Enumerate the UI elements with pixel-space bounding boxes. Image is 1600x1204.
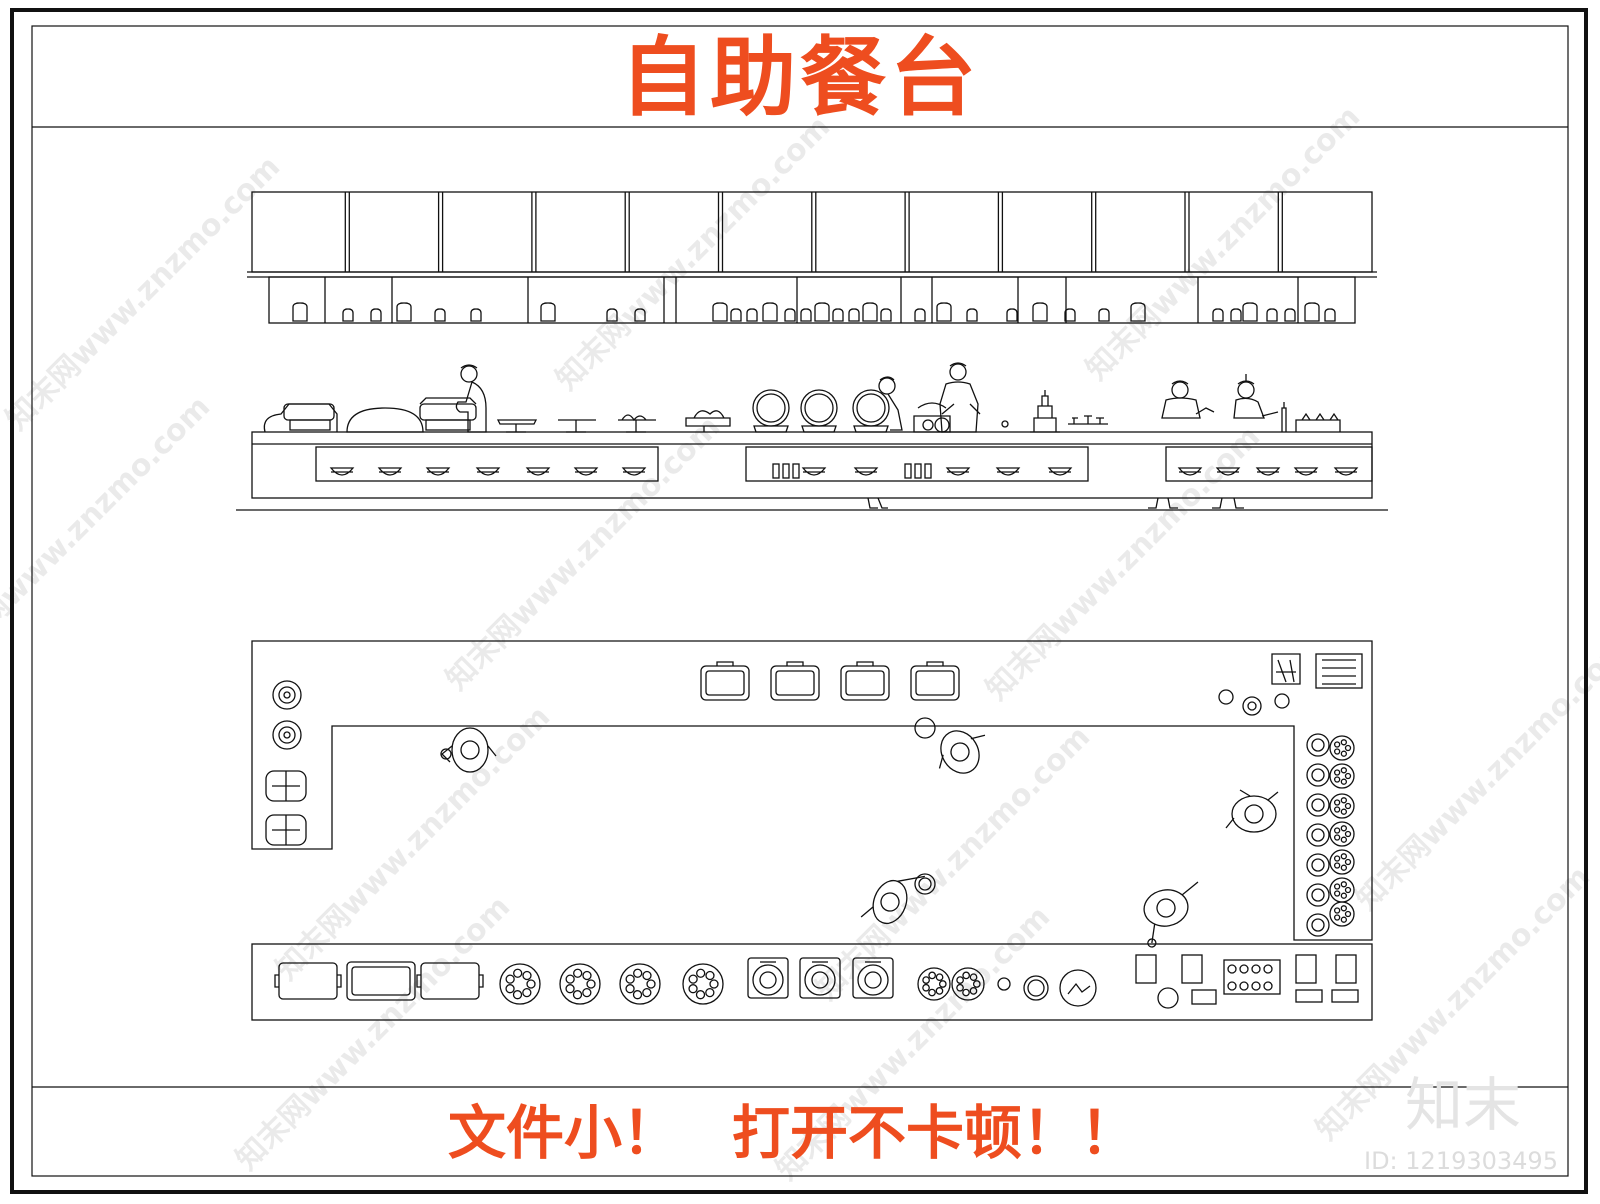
buffet-counter-elevation bbox=[236, 431, 1388, 511]
front-counter-items bbox=[274, 954, 1359, 1009]
right-plates bbox=[1306, 733, 1355, 937]
elevation-view bbox=[236, 191, 1388, 511]
sheet-frame bbox=[10, 8, 1588, 1194]
counter-items-elevation bbox=[263, 362, 1341, 433]
jar-shelf bbox=[268, 276, 1356, 324]
brand-logo: 知末 bbox=[1405, 1071, 1522, 1139]
front-counter-plan bbox=[251, 943, 1373, 1021]
top-chafing-dishes bbox=[700, 661, 960, 701]
footer-note-right: 打开不卡顿！！ bbox=[732, 1099, 1139, 1167]
counter-outline-plan bbox=[251, 640, 1373, 941]
people-plan bbox=[440, 717, 1279, 948]
footer-note-left: 文件小！ bbox=[448, 1099, 681, 1167]
watermark-text: 知末网www.znzmo.com bbox=[979, 419, 1267, 707]
brand-id-label: ID: 1219303495 bbox=[1364, 1147, 1558, 1175]
watermark-text: 知末网www.znzmo.com bbox=[1079, 99, 1367, 387]
watermark-text: 知末网www.znzmo.com bbox=[439, 409, 727, 697]
page-title: 自助餐台 bbox=[620, 28, 980, 128]
top-right-items bbox=[1218, 653, 1363, 716]
plan-view bbox=[251, 640, 1373, 1021]
left-column-items bbox=[265, 680, 307, 846]
watermark-text: 知末网www.znzmo.com bbox=[0, 149, 287, 437]
watermark-text: 知末网www.znzmo.com bbox=[549, 109, 837, 397]
